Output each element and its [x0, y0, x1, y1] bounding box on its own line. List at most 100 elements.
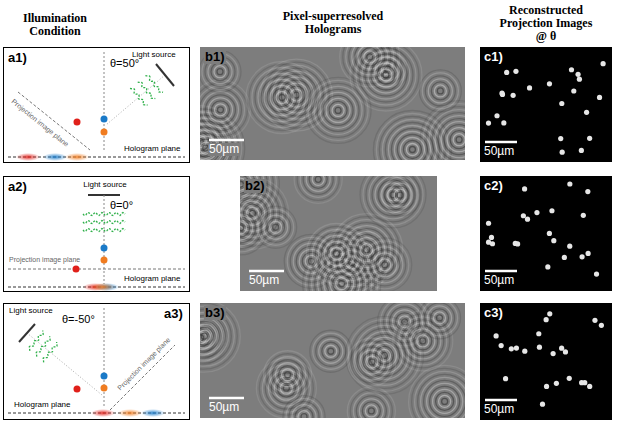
particle-spot — [537, 345, 542, 350]
fringe-ring — [417, 335, 429, 347]
fringe-ring — [217, 107, 223, 113]
light-wave — [138, 82, 156, 99]
axis-line — [104, 52, 105, 151]
particle-spot — [486, 221, 491, 226]
fringe-ring — [363, 353, 381, 371]
fringe-ring — [456, 137, 462, 143]
particle-spot — [567, 181, 572, 186]
fringe-ring — [205, 95, 235, 125]
fringe-ring — [323, 95, 353, 125]
projection-plane — [8, 269, 185, 270]
particle-spot — [575, 72, 580, 77]
panel-label: b3) — [204, 306, 226, 320]
fringe-ring — [317, 89, 359, 131]
particle-spot — [586, 251, 591, 256]
fringe-ring — [200, 327, 213, 345]
reconstruction-panel: c3)50µm — [480, 303, 612, 420]
scale-label: 50µm — [484, 145, 514, 158]
column-header: Pixel-superresolved Holograms — [263, 10, 403, 36]
source-bar — [19, 324, 35, 342]
fringe-ring — [420, 338, 426, 344]
fringe-ring — [273, 88, 291, 106]
particle-spot — [536, 331, 541, 336]
hologram-panel: b2)50µm — [240, 176, 437, 291]
fringe-ring — [418, 374, 465, 418]
fringe-ring — [276, 363, 300, 387]
fringe-ring — [303, 176, 333, 194]
particle-spot — [599, 323, 604, 328]
fringe-ring — [270, 357, 306, 393]
particle-spot — [486, 240, 491, 245]
fringe-ring — [264, 79, 300, 115]
source-bar — [156, 64, 174, 86]
fringe-ring — [348, 338, 396, 386]
panel-label: a1) — [8, 51, 27, 65]
fringe-ring — [354, 344, 390, 380]
fringe-ring — [427, 383, 463, 418]
light-wave — [83, 213, 125, 216]
fringe-ring — [200, 330, 210, 342]
particle-spot — [551, 351, 556, 356]
fringe-ring — [315, 233, 357, 275]
fringe-ring — [396, 314, 450, 368]
fringe-ring — [208, 98, 232, 122]
fringe-ring — [364, 244, 406, 286]
fringe-ring — [202, 92, 238, 128]
fringe-ring — [431, 82, 449, 100]
panel-label: c1) — [484, 50, 503, 64]
panel-art — [8, 308, 185, 417]
fringe-ring — [414, 332, 432, 350]
particle-spot — [559, 101, 564, 106]
scale-label: 50µm — [208, 143, 240, 156]
fringe-ring — [313, 333, 349, 369]
particle-spot — [513, 241, 518, 246]
particle-spot — [559, 346, 564, 351]
particle-spot — [571, 88, 576, 93]
fringe-ring — [430, 386, 460, 416]
particle-spot — [579, 148, 584, 153]
fringe-ring — [273, 224, 279, 230]
fringe-ring — [318, 236, 354, 272]
particle-spot — [549, 208, 554, 213]
fringe-ring — [428, 306, 452, 330]
fringe-ring — [422, 303, 458, 336]
fringe-ring — [255, 206, 297, 248]
fringe-ring — [217, 69, 223, 75]
fringe-ring — [294, 176, 342, 203]
fringe-ring — [426, 107, 465, 160]
fringe-ring — [365, 405, 377, 417]
particle-spot — [544, 317, 549, 322]
fringe-ring — [431, 309, 449, 327]
fringe-ring — [321, 239, 351, 269]
particle-spot — [522, 186, 527, 191]
fringe-ring — [351, 341, 393, 383]
fringe-ring — [320, 92, 356, 128]
fringe-ring — [286, 399, 322, 418]
fringe-ring — [305, 77, 371, 143]
shadow-blur — [118, 409, 142, 417]
fringe-ring — [306, 224, 366, 284]
fringe-ring — [444, 125, 465, 155]
particle-spot — [554, 381, 559, 386]
source-label: Light source — [132, 51, 176, 60]
fringe-ring — [409, 365, 465, 418]
fringe-ring — [249, 64, 315, 130]
scale-bar — [485, 399, 517, 402]
particle-spot — [592, 318, 597, 323]
particle-spot — [560, 150, 565, 155]
fringe-ring — [428, 79, 452, 103]
fringe-ring — [200, 324, 216, 348]
direction-line — [106, 75, 165, 125]
fringe-ring — [330, 248, 342, 260]
fringe-ring — [267, 354, 309, 396]
particle-spot — [567, 244, 572, 249]
particle-spot — [489, 235, 494, 240]
fringe-ring — [366, 356, 378, 368]
particle-dot — [73, 266, 80, 273]
fringe-ring — [214, 66, 226, 78]
light-wave — [145, 76, 163, 93]
particle-spot — [587, 136, 592, 141]
fringe-ring — [394, 132, 430, 160]
illumination-panel: a3)θ=-50°Light sourceProjection image pl… — [3, 303, 190, 420]
